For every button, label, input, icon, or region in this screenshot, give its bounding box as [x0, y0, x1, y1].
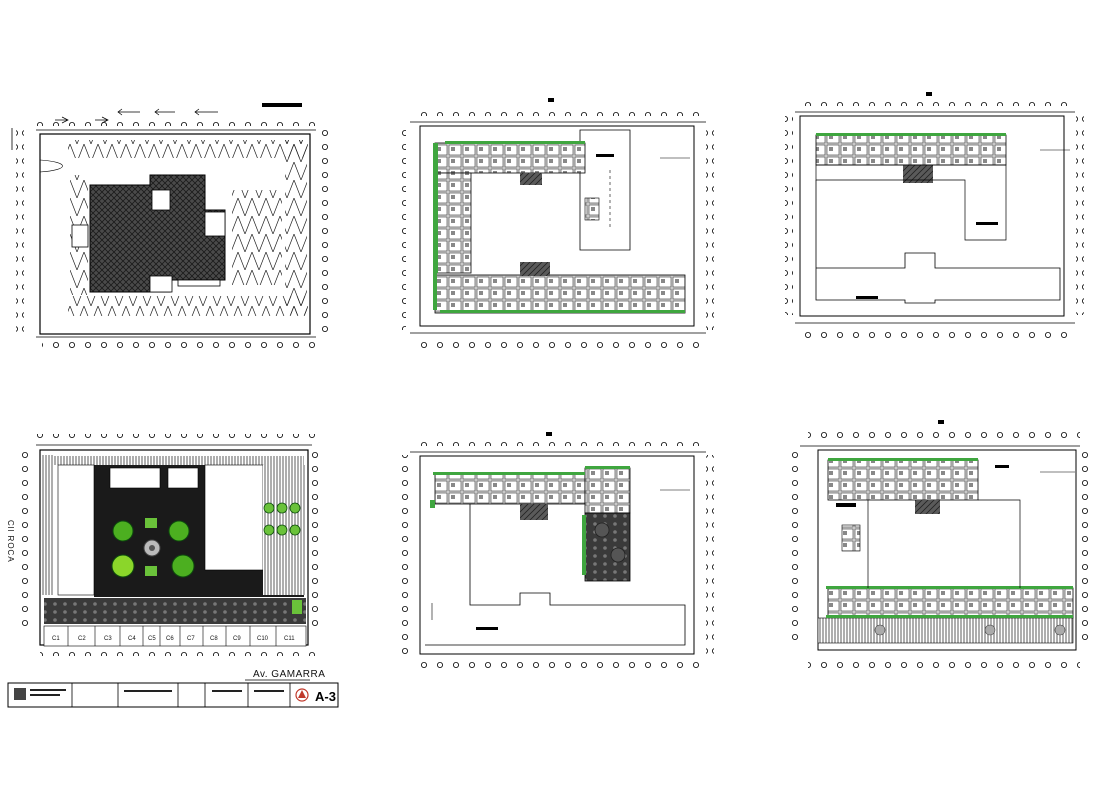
- plan-basement-parking: [11, 103, 330, 350]
- plan-typical-floor-2: [400, 432, 714, 670]
- shop-label: C11: [284, 636, 295, 642]
- plan-ground-floor: [20, 434, 320, 681]
- plan-typical-floor-1: [398, 98, 714, 348]
- shop-label: C3: [104, 636, 112, 642]
- side-street-label: Cll ROCA: [6, 520, 15, 563]
- shop-label: C7: [187, 636, 195, 642]
- shop-label: C9: [233, 636, 241, 642]
- shop-label: C4: [128, 636, 136, 642]
- shop-label: C6: [166, 636, 174, 642]
- title-block: [7, 682, 339, 708]
- shop-label: C1: [52, 636, 60, 642]
- shop-label: C5: [148, 636, 156, 642]
- sheet-number: A-3: [315, 689, 336, 704]
- shop-label: C2: [78, 636, 86, 642]
- plan-upper-floor-b: [792, 420, 1088, 668]
- street-label: Av. GAMARRA: [253, 669, 326, 680]
- shop-label: C10: [257, 636, 269, 642]
- plan-upper-floor-a: [785, 92, 1084, 338]
- shop-label: C8: [210, 636, 218, 642]
